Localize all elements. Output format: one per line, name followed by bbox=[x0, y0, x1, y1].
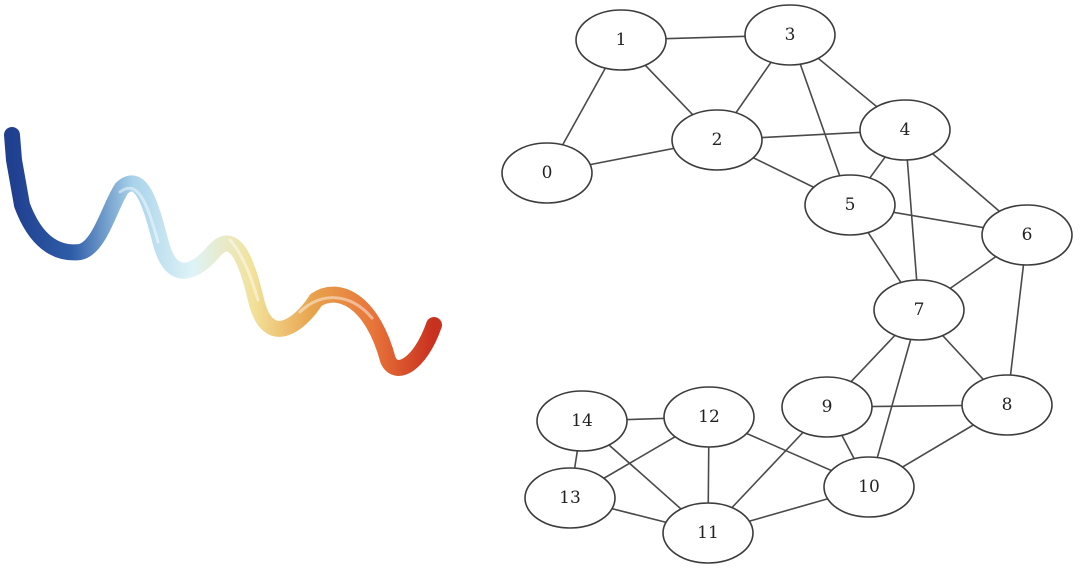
node-8: 8 bbox=[961, 374, 1053, 436]
node-label: 7 bbox=[914, 300, 925, 320]
protein-helix-ribbon bbox=[4, 127, 442, 376]
node-ellipse bbox=[961, 374, 1053, 436]
node-ellipse bbox=[823, 456, 915, 518]
node-10: 10 bbox=[823, 456, 915, 518]
node-label: 10 bbox=[858, 477, 880, 497]
node-12: 12 bbox=[663, 386, 755, 448]
ribbon-highlight bbox=[118, 186, 374, 320]
node-9: 9 bbox=[781, 376, 873, 438]
node-label: 4 bbox=[900, 120, 911, 140]
node-7: 7 bbox=[873, 279, 965, 341]
node-ellipse bbox=[781, 376, 873, 438]
node-label: 12 bbox=[698, 407, 720, 427]
ribbon-front-face bbox=[4, 127, 442, 376]
node-label: 8 bbox=[1002, 395, 1013, 415]
node-label: 1 bbox=[616, 30, 627, 50]
node-ellipse bbox=[575, 9, 667, 71]
node-label: 9 bbox=[822, 397, 833, 417]
node-11: 11 bbox=[662, 502, 754, 564]
graph-edges bbox=[546, 34, 1028, 534]
node-ellipse bbox=[859, 99, 951, 161]
node-label: 14 bbox=[571, 411, 593, 431]
node-label: 0 bbox=[542, 163, 553, 183]
node-ellipse bbox=[671, 109, 763, 171]
node-3: 3 bbox=[744, 4, 836, 66]
node-label: 5 bbox=[845, 195, 856, 215]
node-4: 4 bbox=[859, 99, 951, 161]
node-label: 11 bbox=[697, 523, 719, 543]
node-1: 1 bbox=[575, 9, 667, 71]
node-label: 3 bbox=[785, 25, 796, 45]
node-6: 6 bbox=[981, 204, 1073, 266]
node-14: 14 bbox=[536, 390, 628, 452]
node-label: 2 bbox=[712, 130, 723, 150]
node-label: 13 bbox=[559, 488, 581, 508]
node-ellipse bbox=[501, 142, 593, 204]
node-ellipse bbox=[981, 204, 1073, 266]
node-ellipse bbox=[524, 467, 616, 529]
node-0: 0 bbox=[501, 142, 593, 204]
node-ellipse bbox=[663, 386, 755, 448]
node-ellipse bbox=[744, 4, 836, 66]
node-13: 13 bbox=[524, 467, 616, 529]
node-ellipse bbox=[804, 174, 896, 236]
node-5: 5 bbox=[804, 174, 896, 236]
node-ellipse bbox=[662, 502, 754, 564]
node-ellipse bbox=[536, 390, 628, 452]
node-ellipse bbox=[873, 279, 965, 341]
node-label: 6 bbox=[1022, 225, 1033, 245]
node-2: 2 bbox=[671, 109, 763, 171]
